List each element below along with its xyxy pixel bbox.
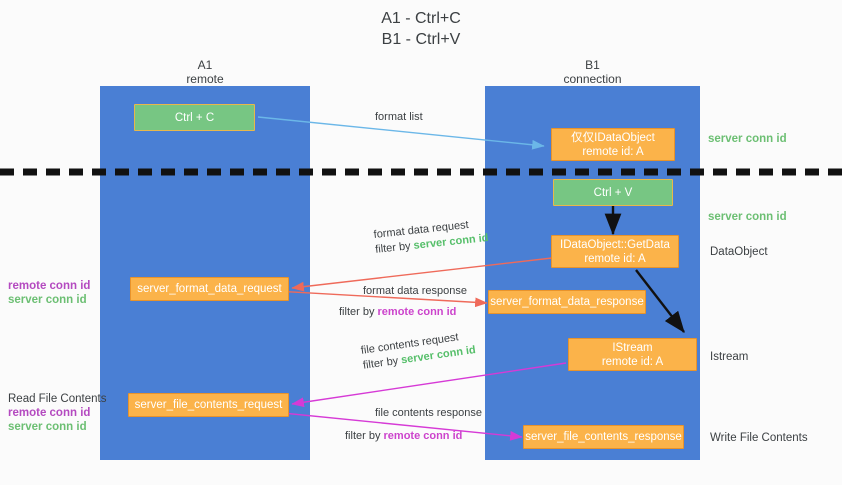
arrow-label-file-contents-response-filter: filter by remote conn id xyxy=(345,429,482,444)
arrow-label-file-contents-response: file contents response filter by remote … xyxy=(345,406,483,444)
title-line-1: A1 - Ctrl+C xyxy=(381,10,461,27)
box-istream[interactable]: IStream remote id: A xyxy=(568,338,697,371)
box-ctrl-c-line1: Ctrl + C xyxy=(174,111,215,124)
box-server-format-data-response-label: server_format_data_response xyxy=(490,296,644,308)
note-server-conn-id-1-text: server conn id xyxy=(708,133,787,145)
note-server-conn-id-2-text: server conn id xyxy=(708,211,787,223)
box-idataobject-getdata[interactable]: IDataObject::GetData remote id: A xyxy=(551,235,679,268)
box-server-format-data-response[interactable]: server_format_data_response xyxy=(488,290,646,314)
box-server-file-contents-request-label: server_file_contents_request xyxy=(134,399,283,411)
note-write-file-contents-text: Write File Contents xyxy=(710,432,808,444)
note-format-remote-conn-id: remote conn id xyxy=(8,280,91,292)
column-header-b1-sub: connection xyxy=(563,72,622,86)
box-istream-line2: remote id: A xyxy=(601,355,664,368)
box-idataobject-line2: remote id: A xyxy=(582,145,644,158)
box-idataobject[interactable]: 仅仅IDataObject remote id: A xyxy=(551,128,675,161)
arrow-label-format-list: format list xyxy=(375,110,423,125)
note-server-conn-id-1: server conn id xyxy=(708,132,787,146)
note-read-file-contents: Read File Contents remote conn id server… xyxy=(8,392,106,434)
box-server-format-data-request[interactable]: server_format_data_request xyxy=(130,277,289,301)
box-server-file-contents-response[interactable]: server_file_contents_response xyxy=(523,425,684,449)
note-format-server-conn-id: server conn id xyxy=(8,294,87,306)
box-server-format-data-request-label: server_format_data_request xyxy=(137,283,282,295)
box-ctrl-v-line1: Ctrl + V xyxy=(593,186,633,199)
note-dataobject-text: DataObject xyxy=(710,246,768,258)
filter-prefix: filter by xyxy=(374,239,415,256)
note-read-file-contents-title: Read File Contents xyxy=(8,393,107,405)
separator-dashed-line xyxy=(0,168,842,176)
note-istream: Istream xyxy=(710,350,748,364)
box-server-file-contents-request[interactable]: server_file_contents_request xyxy=(128,393,289,417)
box-ctrl-c[interactable]: Ctrl + C xyxy=(134,104,255,131)
column-header-b1-name: B1 xyxy=(585,58,600,72)
note-read-file-remote-conn-id: remote conn id xyxy=(8,407,91,419)
note-server-conn-id-2: server conn id xyxy=(708,210,787,224)
arrow-label-format-data-response-filter: filter by remote conn id xyxy=(339,305,467,320)
title-line-2: B1 - Ctrl+V xyxy=(381,31,461,48)
arrow-label-file-contents-response-main: file contents response xyxy=(375,407,483,419)
box-server-file-contents-response-label: server_file_contents_response xyxy=(525,431,682,443)
column-header-b1: B1 connection xyxy=(485,58,700,86)
filter-prefix: filter by xyxy=(345,430,384,442)
filter-prefix: filter by xyxy=(362,354,403,372)
arrow-label-file-contents-request: file contents request filter by server c… xyxy=(360,328,477,374)
arrow-label-format-data-response-main: format data response xyxy=(363,285,467,297)
filter-value: remote conn id xyxy=(383,430,463,442)
arrow-label-format-data-request: format data request filter by server con… xyxy=(373,216,489,258)
page-title: A1 - Ctrl+C B1 - Ctrl+V xyxy=(0,8,842,50)
box-getdata-line1: IDataObject::GetData xyxy=(560,238,670,251)
note-write-file-contents: Write File Contents xyxy=(710,431,808,445)
note-read-file-server-conn-id: server conn id xyxy=(8,421,87,433)
column-header-a1: A1 remote xyxy=(100,58,310,86)
box-getdata-line2: remote id: A xyxy=(584,252,646,265)
arrow-label-format-data-response: format data response filter by remote co… xyxy=(339,284,467,320)
filter-prefix: filter by xyxy=(339,306,378,318)
column-header-a1-name: A1 xyxy=(197,58,213,72)
filter-value: remote conn id xyxy=(377,306,457,318)
box-idataobject-line1: 仅仅IDataObject xyxy=(571,131,655,144)
column-header-a1-sub: remote xyxy=(186,72,224,86)
note-dataobject: DataObject xyxy=(710,245,768,259)
note-format-conn-ids: remote conn id server conn id xyxy=(8,279,90,307)
box-istream-line1: IStream xyxy=(612,341,653,354)
note-istream-text: Istream xyxy=(710,351,749,363)
arrow-label-format-list-main: format list xyxy=(375,111,423,123)
box-ctrl-v[interactable]: Ctrl + V xyxy=(553,179,673,206)
